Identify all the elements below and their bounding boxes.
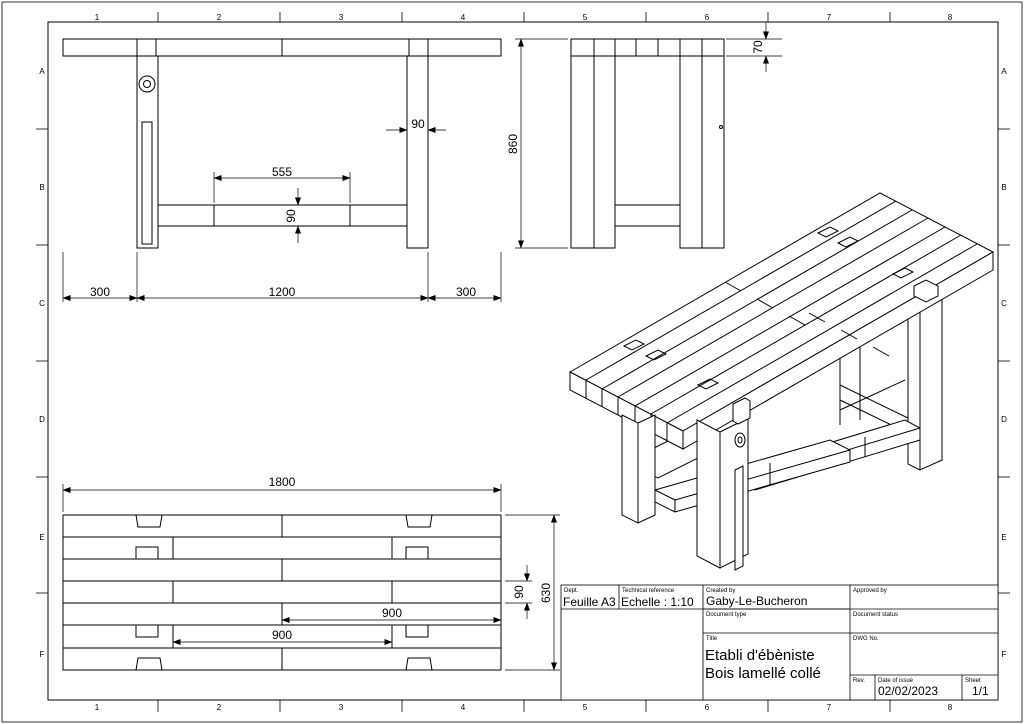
- grid-row-label: B: [39, 183, 44, 192]
- dept-label: Dept.: [564, 588, 579, 594]
- doctype-label: Document type: [706, 612, 747, 618]
- grid-col-label: 1: [95, 13, 100, 22]
- rev-label: Rev.: [853, 678, 865, 684]
- grid-row-label: A: [1001, 67, 1007, 76]
- grid-row-label: E: [1001, 533, 1006, 542]
- grid-col-label: 7: [827, 703, 832, 712]
- title-block: [560, 584, 999, 701]
- dim-leg-span: 1200: [269, 285, 296, 299]
- grid-col-label: 7: [827, 13, 832, 22]
- grid-col-label: 8: [948, 703, 953, 712]
- created-label: Created by: [706, 588, 735, 594]
- side-view: [570, 38, 725, 249]
- grid-col-label: 1: [95, 703, 100, 712]
- grid-ticks: [36, 12, 1010, 712]
- drawing-title-line2: Bois lamellé collé: [705, 665, 821, 682]
- front-view: [62, 38, 502, 249]
- grid-col-label: 2: [217, 13, 222, 22]
- dog-hole-icon: [405, 514, 433, 528]
- grid-col-label: 6: [705, 703, 710, 712]
- grid-col-label: 8: [948, 13, 953, 22]
- title-block-text: Dept. Feuille A3 Technical reference Ech…: [563, 588, 989, 698]
- dim-total-length: 1800: [269, 475, 296, 489]
- top-dimensions: [62, 484, 560, 671]
- side-dimension-labels: 860 70: [506, 40, 765, 154]
- grid-col-label: 3: [339, 703, 344, 712]
- dog-hole-icon: [405, 657, 433, 671]
- dim-total-width: 630: [539, 583, 553, 603]
- grid-col-label: 3: [339, 13, 344, 22]
- dim-overhang-left: 300: [90, 285, 110, 299]
- grid-row-label: A: [39, 67, 45, 76]
- grid-labels: 1 2 3 4 5 6 7 8 1 2 3 4 5 6 7 8 A B C D …: [39, 13, 1007, 712]
- drawing-title-line1: Etabli d'ébèniste: [705, 647, 815, 664]
- grid-col-label: 4: [461, 703, 466, 712]
- dwg-label: DWG No.: [853, 636, 879, 642]
- grid-col-label: 5: [583, 703, 588, 712]
- techref-value: Echelle : 1:10: [621, 595, 694, 609]
- isometric-tabletop-side: [682, 251, 994, 450]
- grid-row-label: E: [39, 533, 44, 542]
- dim-board-length-a: 900: [382, 606, 402, 620]
- dept-value: Feuille A3: [563, 595, 616, 609]
- front-dimensions: [62, 127, 502, 302]
- dim-leg-width: 90: [411, 117, 425, 131]
- top-dimension-labels: 1800 630 90 900 900: [269, 475, 553, 642]
- grid-col-label: 4: [461, 13, 466, 22]
- dim-total-height: 860: [506, 134, 520, 154]
- grid-col-label: 2: [217, 703, 222, 712]
- grid-row-label: F: [1002, 650, 1007, 659]
- dim-stretcher-length: 555: [272, 165, 292, 179]
- techref-label: Technical reference: [622, 588, 675, 594]
- isometric-view: [568, 192, 995, 571]
- docstatus-label: Document status: [853, 612, 898, 618]
- top-view: [62, 514, 502, 671]
- dog-hole-icon: [135, 657, 163, 671]
- title-label: Title: [706, 636, 718, 642]
- grid-row-label: C: [1001, 299, 1007, 308]
- grid-row-label: B: [1001, 183, 1006, 192]
- dim-overhang-right: 300: [456, 285, 476, 299]
- approved-label: Approved by: [853, 588, 887, 594]
- sheet-label: Sheet: [965, 678, 981, 684]
- front-dimension-labels: 300 1200 300 555 90 90: [90, 117, 476, 299]
- grid-col-label: 5: [583, 13, 588, 22]
- grid-row-label: C: [39, 299, 45, 308]
- side-dimensions: [515, 22, 782, 249]
- dim-top-thickness: 70: [751, 40, 765, 54]
- vise-screw-icon: [138, 75, 156, 93]
- grid-row-label: D: [39, 415, 45, 424]
- grid-col-label: 6: [705, 13, 710, 22]
- dim-board-width: 90: [512, 585, 526, 599]
- grid-row-label: F: [40, 650, 45, 659]
- issue-value: 02/02/2023: [878, 684, 938, 698]
- sheet-value: 1/1: [972, 684, 989, 698]
- dim-stretcher-height: 90: [284, 209, 298, 223]
- grid-row-label: D: [1001, 415, 1007, 424]
- created-value: Gaby-Le-Bucheron: [706, 594, 807, 608]
- dog-hole-icon: [135, 514, 163, 528]
- dim-board-length-b: 900: [272, 628, 292, 642]
- issue-label: Date of issue: [878, 678, 914, 684]
